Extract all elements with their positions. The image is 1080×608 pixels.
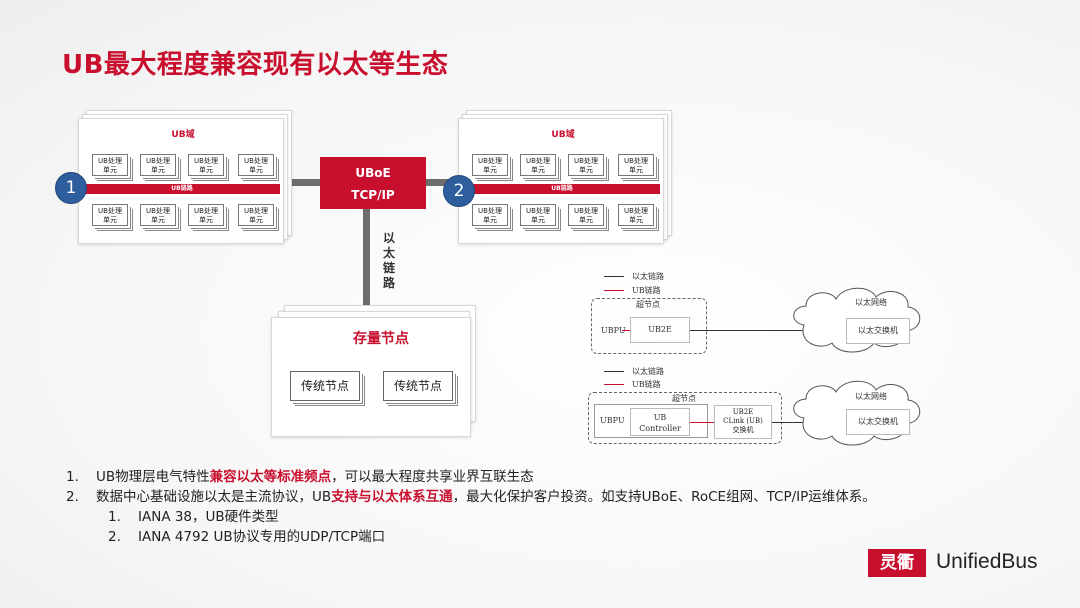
- eth-link-down: [363, 209, 370, 313]
- processing-unit: UB处理单元: [618, 204, 654, 226]
- note-item: 1.UB物理层电气特性兼容以太等标准频点，可以最大程度共享业界互联生态: [66, 469, 534, 485]
- processing-unit: UB处理单元: [568, 154, 604, 176]
- page-title: UB最大程度兼容现有以太等生态: [62, 50, 449, 80]
- processing-unit: UB处理单元: [618, 154, 654, 176]
- legend-eth-text: 以太链路: [632, 272, 664, 281]
- cloud-label: 以太网络: [855, 298, 887, 307]
- legend-eth-line: [604, 371, 624, 372]
- note-item: 2.数据中心基础设施以太是主流协议，UB支持与以太体系互通，最大化保护客户投资。…: [66, 489, 876, 505]
- processing-unit: UB处理单元: [520, 154, 556, 176]
- processing-unit: UB处理单元: [568, 204, 604, 226]
- processing-unit: UB处理单元: [188, 154, 224, 176]
- traditional-node-right: 传统节点: [383, 371, 453, 401]
- ubpu-label: UBPU: [601, 326, 626, 335]
- ub-controller-box: UB Controller: [630, 408, 690, 436]
- processing-unit: UB处理单元: [188, 204, 224, 226]
- sub-note-item: 2.IANA 4792 UB协议专用的UDP/TCP端口: [108, 529, 386, 545]
- legend-ub-line: [604, 290, 624, 291]
- legend-ub-text: UB链路: [632, 380, 661, 389]
- processing-unit: UB处理单元: [238, 154, 274, 176]
- badge-1: 1: [55, 172, 87, 204]
- legend-eth-text: 以太链路: [632, 367, 664, 376]
- processing-unit: UB处理单元: [140, 154, 176, 176]
- supernode-box: [591, 298, 707, 354]
- supernode-label: 超节点: [636, 300, 660, 309]
- processing-unit: UB处理单元: [92, 204, 128, 226]
- domain-title: UB域: [551, 130, 575, 140]
- legend-ub-text: UB链路: [632, 286, 661, 295]
- uboe-gateway: UBoE TCP/IP: [320, 157, 426, 209]
- processing-unit: UB处理单元: [472, 204, 508, 226]
- brand-logo-mark: 灵衢: [868, 549, 926, 577]
- eth-link: [690, 330, 848, 331]
- supernode-box: [588, 392, 782, 444]
- ethernet-switch-box: 以太交换机: [846, 318, 910, 344]
- clink-switch-box: UB2E CLink (UB) 交换机: [714, 405, 772, 439]
- ethernet-switch-box: 以太交换机: [846, 409, 910, 435]
- processing-unit: UB处理单元: [140, 204, 176, 226]
- storage-title: 存量节点: [353, 331, 409, 347]
- ub-link: [622, 330, 630, 331]
- brand-logo-text: UnifiedBus: [936, 550, 1038, 573]
- processing-unit: UB处理单元: [520, 204, 556, 226]
- legend-eth-line: [604, 276, 624, 277]
- ub2e-box: UB2E: [630, 317, 690, 343]
- ub-link: [690, 422, 714, 423]
- notes-list: 1.UB物理层电气特性兼容以太等标准频点，可以最大程度共享业界互联生态 2.数据…: [66, 467, 876, 547]
- eth-link-label: 以 太 链 路: [382, 231, 395, 290]
- ub-bus: UB链路: [464, 184, 660, 194]
- badge-2: 2: [443, 175, 475, 207]
- processing-unit: UB处理单元: [92, 154, 128, 176]
- supernode-label: 超节点: [672, 394, 696, 403]
- ub-bus: UB链路: [84, 184, 280, 194]
- eth-link-left: [285, 179, 321, 186]
- traditional-node-left: 传统节点: [290, 371, 360, 401]
- processing-unit: UB处理单元: [472, 154, 508, 176]
- processing-unit: UB处理单元: [238, 204, 274, 226]
- legend-ub-line: [604, 384, 624, 385]
- cloud-label: 以太网络: [855, 392, 887, 401]
- tcpip-label: TCP/IP: [351, 188, 395, 202]
- sub-note-item: 1.IANA 38，UB硬件类型: [108, 509, 279, 525]
- domain-title: UB域: [171, 130, 195, 140]
- uboe-label: UBoE: [355, 166, 391, 180]
